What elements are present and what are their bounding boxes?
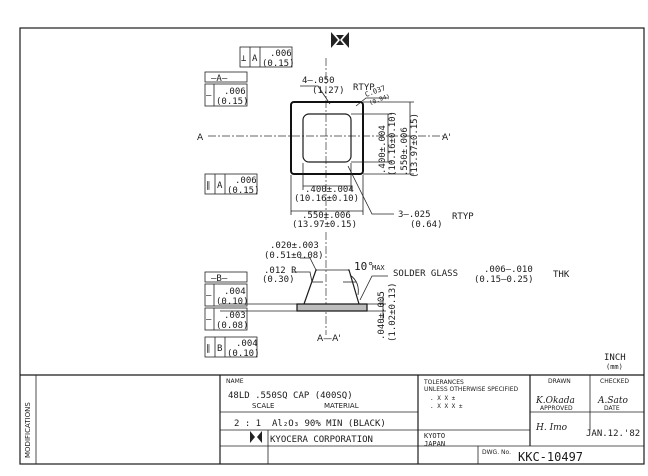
b-parallelism-value: .004 bbox=[236, 339, 258, 349]
datum-a-box bbox=[204, 71, 248, 83]
part-name: 48LD .550SQ CAP (400SQ) bbox=[228, 391, 353, 401]
flatness-metric: (0.15) bbox=[216, 97, 249, 107]
thickness-metric: (1.02±0.13) bbox=[388, 282, 398, 342]
approved-label: APPROVED bbox=[540, 405, 573, 412]
angle-value: 10° bbox=[354, 260, 374, 273]
sheet-border bbox=[19, 27, 645, 465]
glass-thickness-value: .006—.010 bbox=[484, 265, 533, 275]
outer-vertical-dim: .550±.006 bbox=[400, 127, 410, 176]
outer-horizontal-dim: .550±.006 bbox=[302, 211, 351, 221]
unit-label: INCH bbox=[604, 353, 626, 363]
flatness-value: .006 bbox=[224, 87, 246, 97]
perpendicularity-symbol: ⊥ bbox=[241, 54, 247, 64]
b-flatness-value: .004 bbox=[224, 287, 246, 297]
outer-horizontal-dim-metric: (13.97±0.15) bbox=[292, 220, 357, 230]
section-label: A—A' bbox=[317, 334, 341, 344]
b-parallelism-frame bbox=[204, 336, 258, 358]
inner-vertical-dim-metric: (10.16±0.10) bbox=[388, 111, 398, 176]
glass-thickness-metric: (0.15—0.25) bbox=[474, 275, 534, 285]
rtyp4-value: 4—.050 bbox=[302, 76, 335, 86]
outer-vertical-dim-metric: (13.97±0.15) bbox=[410, 113, 420, 178]
rtyp4-metric: (1.27) bbox=[312, 86, 345, 96]
parallelism-symbol: ∥ bbox=[206, 181, 211, 191]
thickness-dim: .040±.005 bbox=[377, 291, 387, 340]
b-parallelism-metric: (0.10) bbox=[227, 349, 260, 359]
scale-label: SCALE bbox=[252, 402, 274, 410]
inner-square bbox=[302, 113, 352, 163]
datum-b-label: —B— bbox=[211, 274, 228, 284]
scale-value: 2 : 1 bbox=[234, 419, 261, 429]
thickness-label: THK bbox=[553, 270, 570, 280]
parallelism-value: .006 bbox=[235, 176, 257, 186]
b-parallelism-symbol: ∥ bbox=[206, 344, 211, 354]
tolerance-xxx: . X X X ± bbox=[430, 403, 463, 410]
section-marker-a-prime: A' bbox=[442, 133, 451, 143]
drawn-signature: K.Okada bbox=[535, 396, 575, 406]
plan-view bbox=[208, 58, 445, 220]
company-city: KYOTO bbox=[424, 432, 445, 440]
approval-date: JAN.12.'82 bbox=[586, 429, 640, 439]
kyocera-logo-title bbox=[250, 431, 262, 443]
date-label: DATE bbox=[604, 405, 620, 412]
b-flatness-metric: (0.10) bbox=[216, 297, 249, 307]
drawn-label: DRAWN bbox=[548, 378, 571, 385]
flatness-frame bbox=[204, 83, 248, 107]
drawing-number-label: DWG. No. bbox=[482, 449, 511, 456]
radius-metric: (0.30) bbox=[262, 275, 295, 285]
rtyp3-value: 3—.025 bbox=[398, 210, 431, 220]
cap-body-section bbox=[296, 303, 368, 312]
rtyp4-label: RTYP bbox=[353, 83, 375, 93]
checked-signature: A.Sato bbox=[597, 396, 629, 406]
radius-dim: .012 R bbox=[264, 266, 297, 276]
title-block: MODIFICATIONS NAME 48LD .550SQ CAP (400S… bbox=[20, 374, 644, 464]
material-value: Al₂O₃ 90% MIN (BLACK) bbox=[272, 419, 386, 429]
company-country: JAPAN bbox=[424, 440, 445, 448]
tolerances-label: TOLERANCES bbox=[423, 379, 464, 386]
company-name: KYOCERA CORPORATION bbox=[270, 435, 373, 445]
section-view-labels: .020±.003 (0.51±0.08) .012 R (0.30) 10° … bbox=[204, 241, 626, 371]
parallelism-frame bbox=[204, 173, 258, 195]
angle-label: MAX bbox=[372, 264, 385, 272]
b-flatness-frame bbox=[204, 283, 248, 307]
datum-b-box bbox=[204, 271, 248, 283]
b-flatness2-frame bbox=[204, 307, 248, 331]
tolerances-sub: UNLESS OTHERWISE SPECIFIED bbox=[424, 386, 519, 393]
outer-square bbox=[290, 101, 364, 175]
section-marker-a: A bbox=[197, 133, 204, 143]
perpendicularity-datum: A bbox=[252, 54, 258, 64]
inner-vertical-dim: .400±.004 bbox=[378, 125, 388, 174]
datum-a-label: —A— bbox=[211, 74, 228, 84]
b-flatness-symbol: — bbox=[206, 291, 212, 301]
glass-width-metric: (0.51±0.08) bbox=[264, 251, 324, 261]
perpendicularity-value: .006 bbox=[270, 49, 292, 59]
unit-metric: (mm) bbox=[606, 363, 623, 371]
modifications-label: MODIFICATIONS bbox=[24, 402, 32, 458]
parallelism-datum: A bbox=[217, 181, 223, 191]
name-label: NAME bbox=[226, 378, 244, 385]
tolerance-xx: . X X ± bbox=[430, 395, 456, 402]
parallelism-metric: (0.15) bbox=[227, 186, 260, 196]
rtyp3-metric: (0.64) bbox=[410, 220, 443, 230]
rtyp3-label: RTYP bbox=[452, 212, 474, 222]
inner-horizontal-dim-metric: (10.16±0.10) bbox=[294, 194, 359, 204]
b-flatness2-symbol: — bbox=[206, 315, 212, 325]
b-parallelism-datum: B bbox=[217, 344, 222, 354]
flatness-symbol: — bbox=[206, 91, 212, 101]
material-label: MATERIAL bbox=[324, 402, 359, 410]
checked-label: CHECKED bbox=[600, 378, 629, 385]
b-flatness2-value: .003 bbox=[224, 311, 246, 321]
approved-signature: H. Imo bbox=[535, 423, 568, 433]
perpendicularity-frame bbox=[239, 46, 293, 68]
perpendicularity-metric: (0.15) bbox=[262, 59, 295, 69]
inner-horizontal-dim: .400±.004 bbox=[305, 185, 354, 195]
kyocera-logo-top bbox=[331, 32, 349, 48]
solder-glass-label: SOLDER GLASS bbox=[393, 269, 458, 279]
glass-width-dim: .020±.003 bbox=[270, 241, 319, 251]
b-flatness2-metric: (0.08) bbox=[216, 321, 249, 331]
section-view bbox=[220, 232, 388, 335]
drawing-number: KKC-10497 bbox=[518, 450, 583, 464]
plan-view-labels: ⊥ A .006 (0.15) —A— — .006 (0.15) 4—.050… bbox=[197, 46, 474, 230]
